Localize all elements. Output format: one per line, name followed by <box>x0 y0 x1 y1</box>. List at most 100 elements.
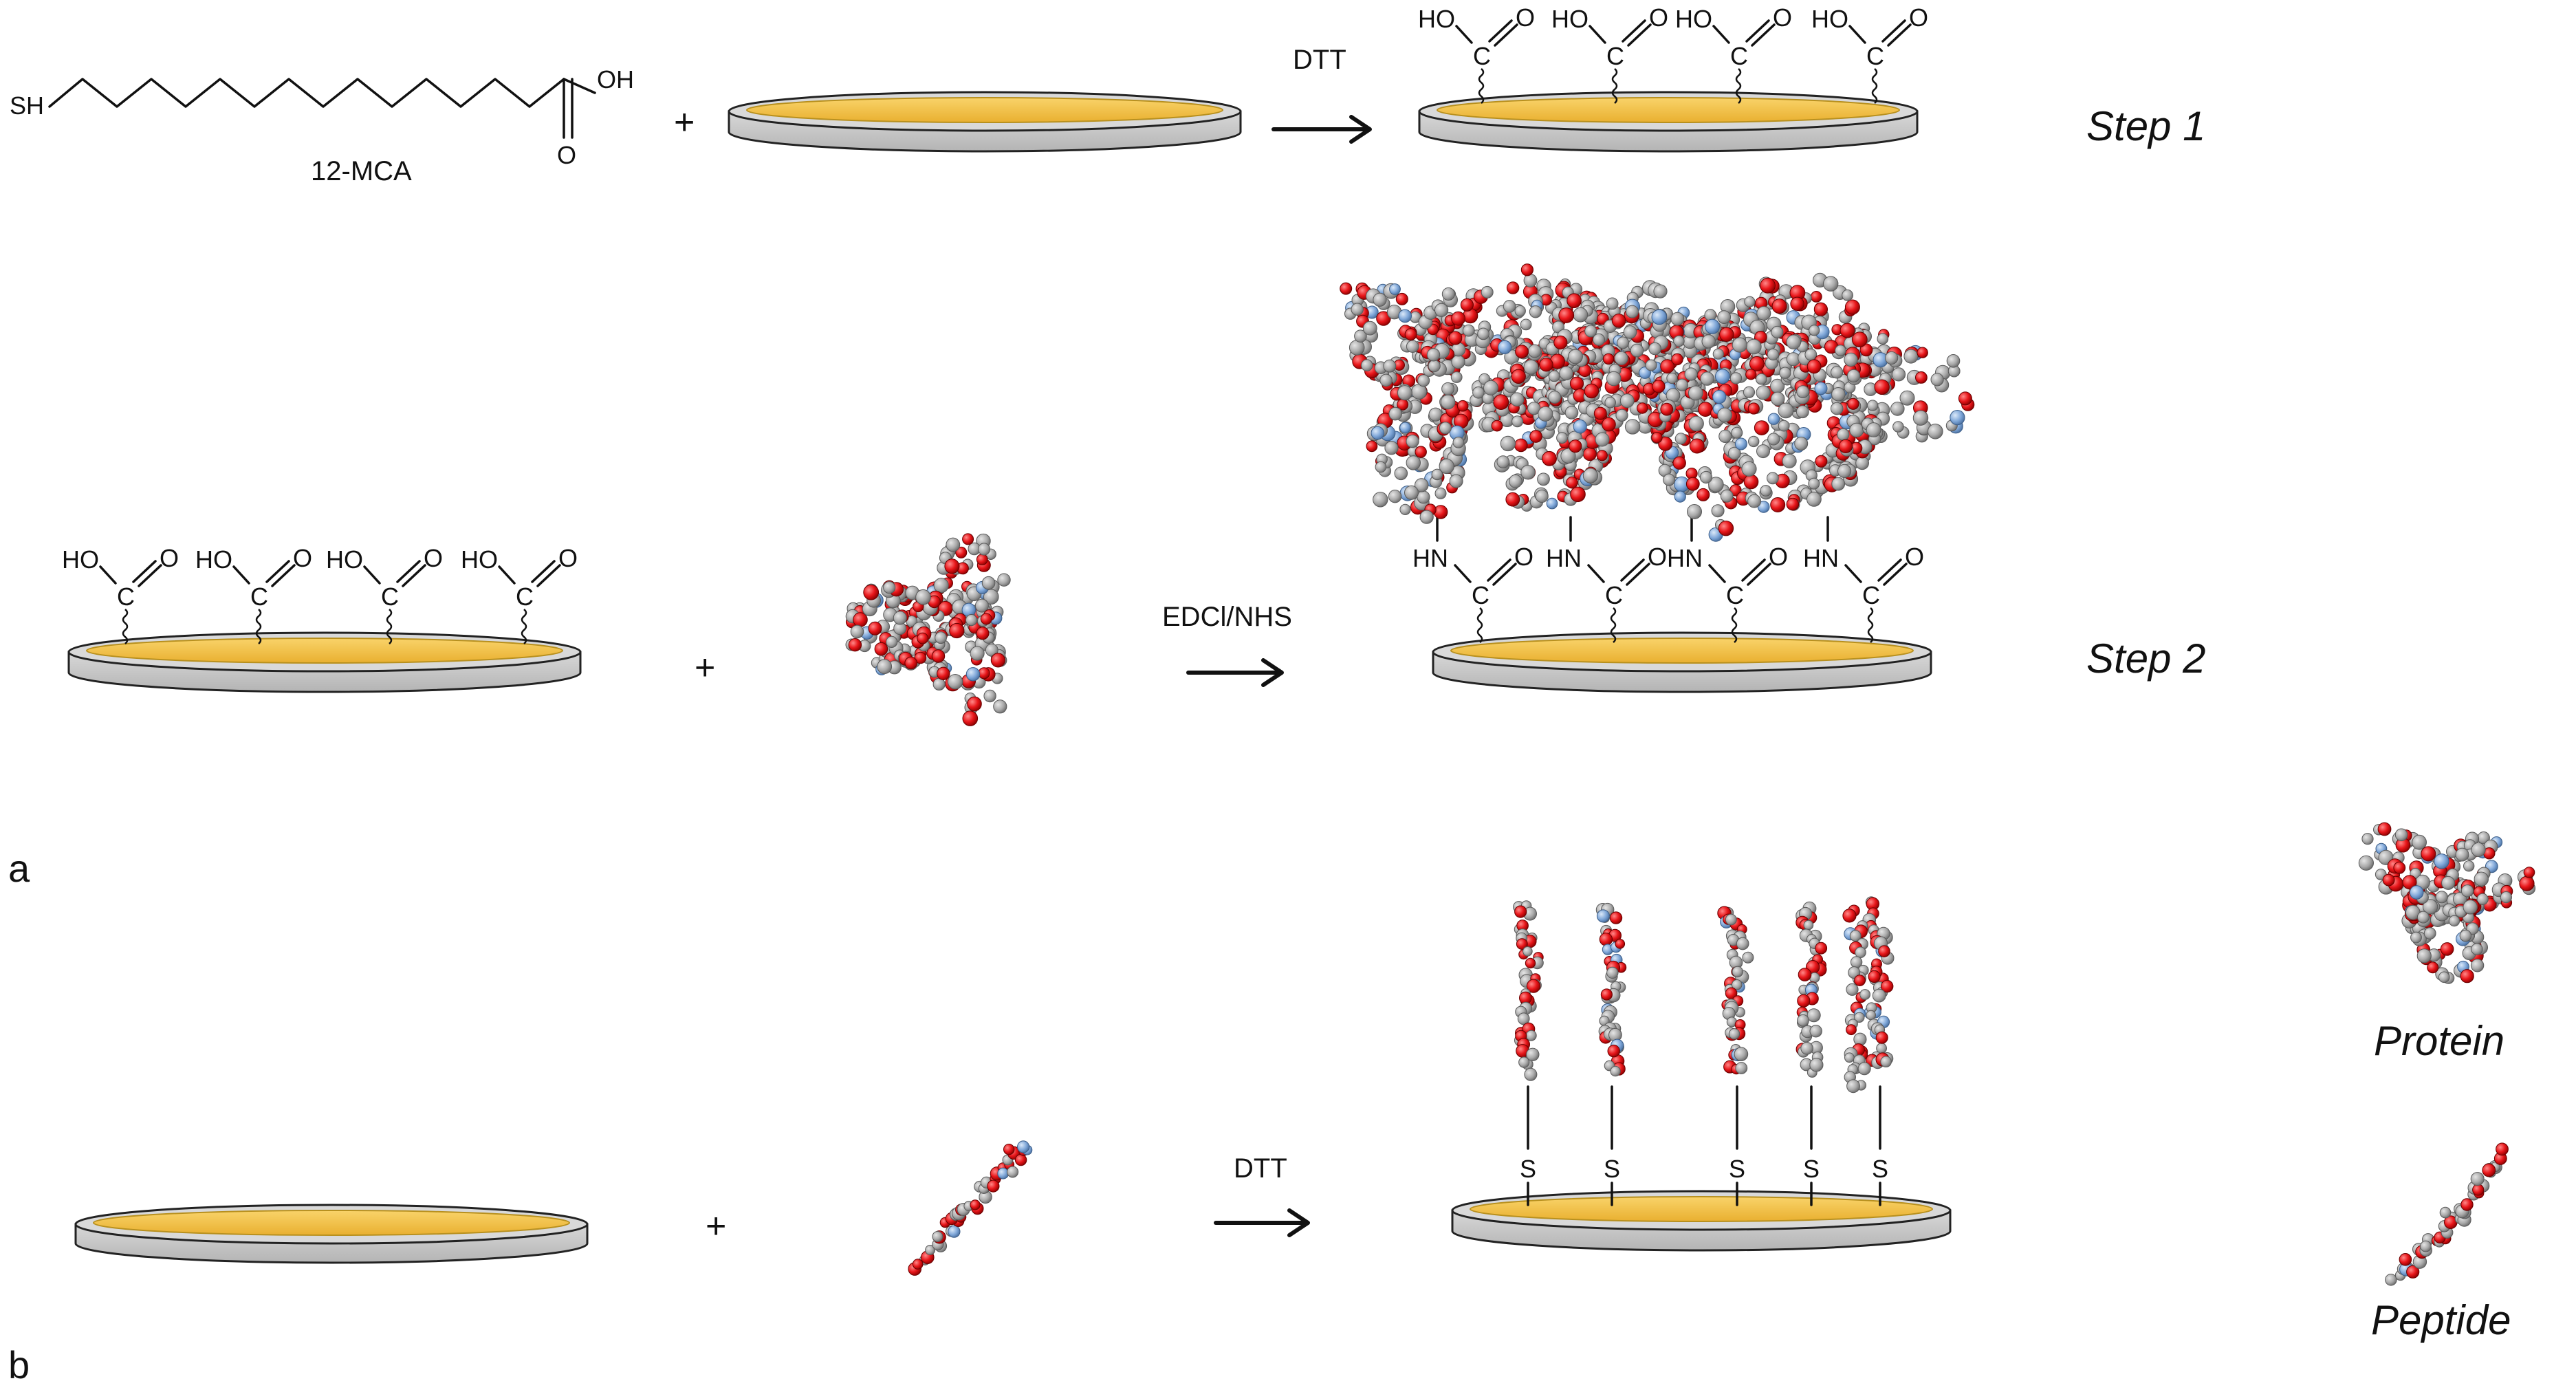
oxygen-atom <box>1003 1144 1015 1155</box>
double-bond <box>1492 563 1517 586</box>
carbon-atom <box>1529 305 1542 318</box>
carbon-atom <box>877 659 893 675</box>
carbon-atom <box>1701 334 1716 349</box>
oxygen-atom <box>1460 298 1474 312</box>
carbon-atom <box>1807 1008 1821 1023</box>
bond <box>1712 25 1730 44</box>
carbon-atom <box>1619 393 1635 409</box>
carbon-atom <box>1809 1058 1824 1072</box>
tether <box>1867 607 1874 644</box>
oxygen-atom <box>1859 343 1873 357</box>
carbon-atom <box>1526 1047 1540 1062</box>
carbon-atom <box>2476 893 2489 906</box>
hydroxyl-label: HO <box>1551 5 1589 33</box>
carbon-atom <box>1496 455 1510 468</box>
carbon-atom <box>1428 360 1441 373</box>
carbon-atom <box>1867 400 1879 411</box>
gold-disk <box>1418 91 1919 153</box>
oxygen-atom <box>1395 292 1408 305</box>
carbon-atom <box>1477 327 1490 340</box>
carbon-atom <box>1559 366 1573 381</box>
carbon-atom <box>1720 489 1734 503</box>
carbon-atom <box>1877 333 1889 345</box>
oxygen-atom <box>1607 1045 1620 1058</box>
carbon-atom <box>1007 1166 1019 1178</box>
carbon-atom <box>1846 983 1859 996</box>
oxygen-atom <box>1415 446 1427 458</box>
double-bond <box>1488 19 1513 43</box>
nitrogen-atom <box>1389 283 1401 295</box>
oxygen-atom <box>1743 474 1759 490</box>
carbon-atom <box>1394 466 1408 481</box>
oxygen-atom <box>1600 988 1613 1001</box>
nitrogen-atom <box>965 667 981 682</box>
oxygen-atom <box>2496 1142 2509 1156</box>
nitrogen-atom <box>1712 390 1727 404</box>
carbon-atom <box>946 537 961 552</box>
carbon-atom <box>1767 348 1780 361</box>
carbon-atom <box>1830 402 1844 415</box>
nitrogen-atom <box>1715 369 1730 384</box>
carbon-atom <box>977 543 991 556</box>
carbon-atom <box>1854 1012 1865 1023</box>
oxygen-atom <box>1660 359 1675 374</box>
carbon-atom <box>1807 492 1822 507</box>
carbon-atom <box>1930 373 1944 387</box>
carbon-atom <box>2460 884 2474 898</box>
carbon-atom <box>2416 911 2430 924</box>
carbon-atom <box>1782 453 1797 468</box>
carbon-atom <box>1535 489 1549 503</box>
carbon-atom <box>1855 456 1870 470</box>
carbon-atom <box>1831 477 1846 491</box>
bond <box>363 565 381 585</box>
double-bond <box>1627 23 1652 47</box>
bond <box>1844 564 1862 583</box>
carbon-atom <box>925 1245 936 1255</box>
bond <box>1848 25 1866 44</box>
oxygen-atom <box>1433 505 1448 519</box>
carbonyl-o-label: O <box>160 544 179 572</box>
carbon-label: C <box>1473 42 1491 70</box>
carbon-atom <box>1747 494 1762 508</box>
oxygen-atom <box>980 613 992 625</box>
carbon-atom <box>997 573 1011 587</box>
oxygen-atom <box>1844 299 1860 315</box>
carbon-atom <box>2410 931 2422 944</box>
carbon-atom <box>1928 424 1943 439</box>
carbon-atom <box>1663 473 1676 486</box>
carbon-atom <box>1439 422 1452 435</box>
carbon-atom <box>1674 433 1687 445</box>
nitrogen-atom <box>2409 885 2424 900</box>
oxygen-atom <box>1846 1024 1857 1036</box>
oxygen-atom <box>1451 311 1466 326</box>
nitrogen-atom <box>2434 853 2449 869</box>
carbon-atom <box>983 689 996 703</box>
carbon-atom <box>1617 336 1630 349</box>
carbon-atom <box>1560 448 1576 464</box>
carbon-atom <box>1349 340 1365 356</box>
gold-disk <box>1451 1190 1952 1252</box>
carbon-atom <box>1606 371 1622 387</box>
carbon-atom <box>1406 340 1419 354</box>
carbon-atom <box>1718 429 1732 444</box>
reagent-panel-b: DTT <box>1234 1153 1287 1184</box>
carbon-atom <box>1383 359 1397 373</box>
gold-disk <box>728 91 1242 153</box>
carbon-atom <box>1522 946 1533 957</box>
legend-peptide-label: Peptide <box>2371 1297 2511 1343</box>
carbon-atom <box>2358 855 2374 871</box>
oxygen-atom <box>1651 432 1663 444</box>
carbon-atom <box>1524 1067 1538 1081</box>
oxygen-atom <box>1958 391 1972 406</box>
carbon-atom <box>1354 329 1367 343</box>
oxygen-atom <box>1526 979 1541 993</box>
carbon-atom <box>2394 828 2408 842</box>
alkyl-chain <box>48 78 565 108</box>
double-bond <box>1622 19 1646 43</box>
oxygen-atom <box>1810 291 1822 303</box>
carbon-atom <box>1831 366 1844 379</box>
oxygen-atom <box>1529 430 1542 443</box>
carbon-atom <box>2471 943 2483 955</box>
